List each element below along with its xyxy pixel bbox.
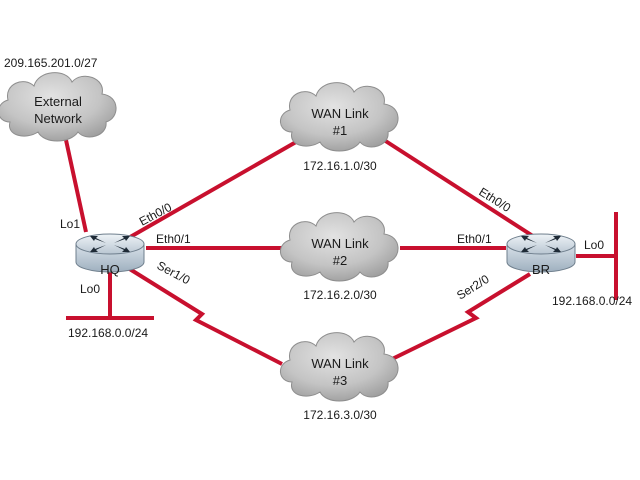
hq-lo1-label: Lo1 <box>60 217 80 231</box>
links <box>64 138 618 366</box>
router-br-label: BR <box>532 262 550 277</box>
hq-eth01-label: Eth0/1 <box>156 232 191 246</box>
wan3-label-line1: WAN Link <box>311 356 369 371</box>
br-ser20-label: Ser2/0 <box>454 272 492 303</box>
br-lan-subnet-label: 192.168.0.0/24 <box>552 294 632 308</box>
router-arrows-icon <box>521 236 561 252</box>
external-subnet-label: 209.165.201.0/27 <box>4 56 98 70</box>
wan2-label-line2: #2 <box>333 253 347 268</box>
cloud-wan-link-3: WAN Link #3 <box>279 332 399 402</box>
wan1-subnet-label: 172.16.1.0/30 <box>303 159 377 173</box>
hq-lan-subnet-label: 192.168.0.0/24 <box>68 326 148 340</box>
router-br: BR <box>506 233 576 277</box>
external-network-label-line2: Network <box>34 111 82 126</box>
br-lo0-label: Lo0 <box>584 238 604 252</box>
wan1-label-line2: #1 <box>333 123 347 138</box>
cloud-wan-link-2: WAN Link #2 <box>279 212 399 282</box>
router-hq-top <box>75 233 145 255</box>
link-wan1-br <box>382 138 538 240</box>
cloud-wan-link-1: WAN Link #1 <box>279 82 399 152</box>
wan3-subnet-label: 172.16.3.0/30 <box>303 408 377 422</box>
wan3-label-line2: #3 <box>333 373 347 388</box>
hq-ser10-label: Ser1/0 <box>155 258 193 287</box>
router-hq-label: HQ <box>100 262 120 277</box>
wan2-subnet-label: 172.16.2.0/30 <box>303 288 377 302</box>
link-external-hq <box>64 139 88 233</box>
link-wan3-br-serial <box>385 272 532 364</box>
hq-lo0-label: Lo0 <box>80 282 100 296</box>
cloud-external-network: External Network <box>0 72 117 142</box>
router-arrows-icon <box>90 236 130 252</box>
router-br-top <box>506 233 576 255</box>
wan1-label-line1: WAN Link <box>311 106 369 121</box>
wan2-label-line1: WAN Link <box>311 236 369 251</box>
external-network-label-line1: External <box>34 94 82 109</box>
link-hq-wan1 <box>117 140 297 246</box>
br-eth01-label: Eth0/1 <box>457 232 492 246</box>
router-hq: HQ <box>75 233 145 277</box>
link-hq-wan3-serial <box>126 266 283 366</box>
